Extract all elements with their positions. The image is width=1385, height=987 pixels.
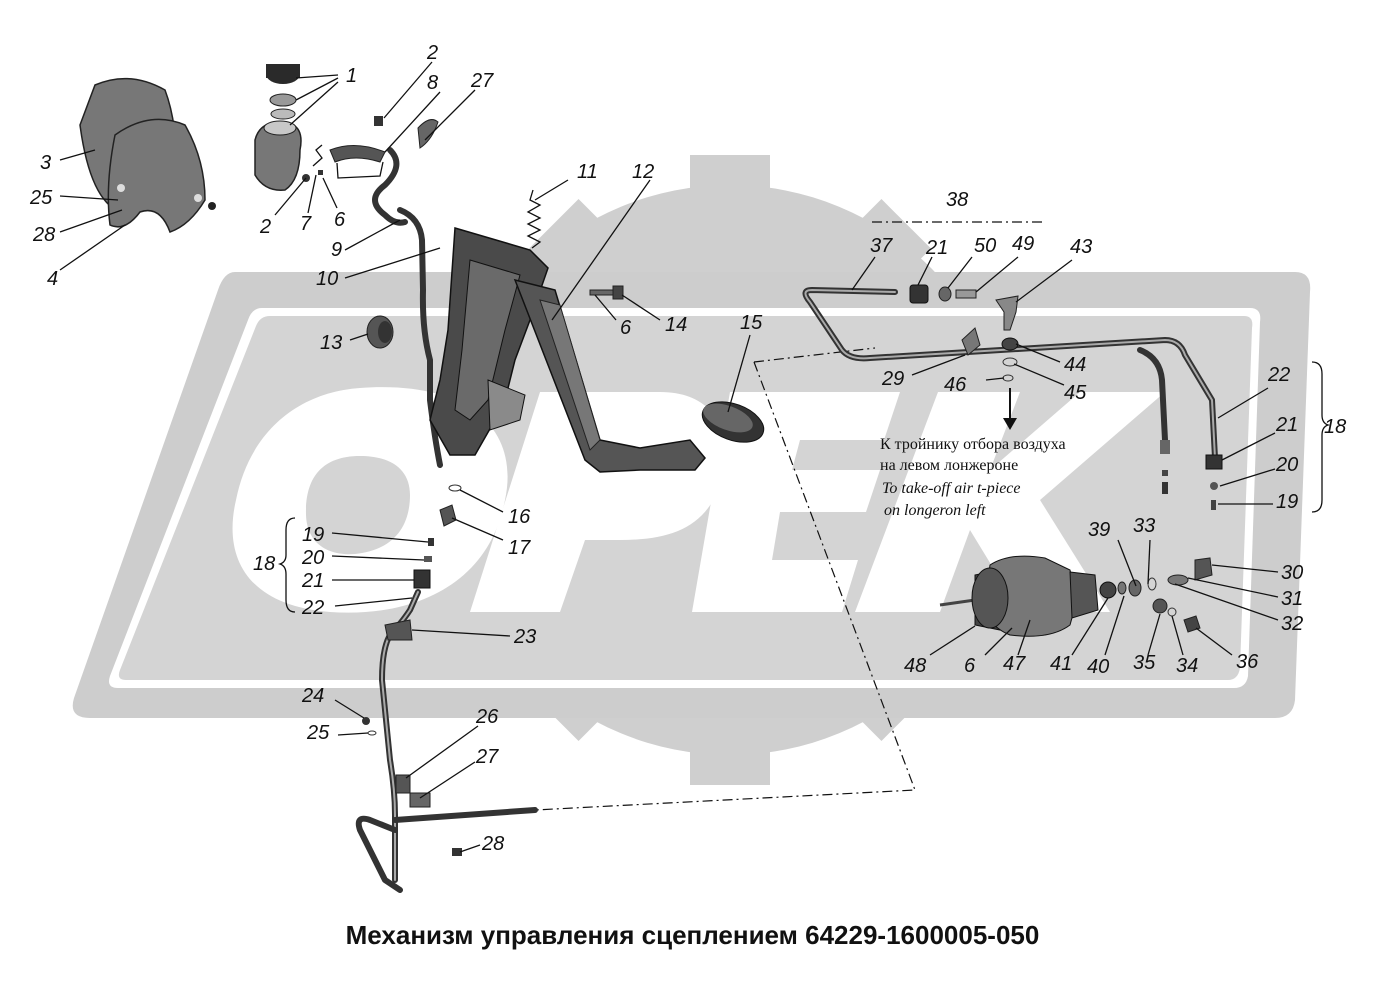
small-fittings-top <box>312 116 439 175</box>
callout-28: 28 <box>32 224 55 246</box>
callout-18: 18 <box>1324 416 1346 438</box>
callout-6: 6 <box>334 209 346 231</box>
callout-40: 40 <box>1087 656 1109 678</box>
callout-37: 37 <box>870 235 893 257</box>
callout-49: 49 <box>1012 233 1034 255</box>
watermark-logo <box>72 155 1311 785</box>
note-ru-line2: на левом лонжероне <box>880 457 1018 474</box>
bolt-14 <box>589 285 624 300</box>
pedal-bracket <box>397 207 549 468</box>
clutch-booster <box>939 555 1201 637</box>
callout-21: 21 <box>925 237 948 259</box>
callout-10: 10 <box>316 268 338 290</box>
callout-38: 38 <box>946 189 968 211</box>
callout-21: 21 <box>1275 414 1298 436</box>
callout-labels: 1 2 2 3 4 6 6 6 7 8 9 10 11 12 13 14 15 … <box>29 42 1346 855</box>
callout-27: 27 <box>475 746 499 768</box>
callout-36: 36 <box>1236 651 1259 673</box>
callout-12: 12 <box>632 161 654 183</box>
callout-11: 11 <box>577 161 598 183</box>
callout-3: 3 <box>40 152 51 174</box>
callout-15: 15 <box>740 312 763 334</box>
pedal-cover-4 <box>107 118 216 233</box>
left-tube-assembly <box>355 484 538 893</box>
callout-44: 44 <box>1064 354 1086 376</box>
callout-31: 31 <box>1281 588 1303 610</box>
callout-19: 19 <box>302 524 324 546</box>
note-ru-line1: К тройнику отбора воздуха <box>880 436 1066 453</box>
callout-26: 26 <box>475 706 499 728</box>
callout-46: 46 <box>944 374 967 396</box>
callout-43: 43 <box>1070 236 1092 258</box>
air-pipework <box>802 284 1223 586</box>
callout-18: 18 <box>253 553 275 575</box>
callout-23: 23 <box>513 626 536 648</box>
callout-7: 7 <box>300 213 312 235</box>
callout-48: 48 <box>904 655 926 677</box>
callout-28: 28 <box>481 833 504 855</box>
note-en-line2: on longeron left <box>884 502 986 519</box>
callout-6: 6 <box>620 317 632 339</box>
callout-35: 35 <box>1133 652 1156 674</box>
callout-50: 50 <box>974 235 996 257</box>
callout-1: 1 <box>346 65 357 87</box>
diagram-caption: Механизм управления сцеплением 64229-160… <box>345 920 1040 950</box>
callout-30: 30 <box>1281 562 1303 584</box>
callout-32: 32 <box>1281 613 1303 635</box>
callout-17: 17 <box>508 537 531 559</box>
callout-41: 41 <box>1050 653 1072 675</box>
callout-29: 29 <box>881 368 904 390</box>
callout-39: 39 <box>1088 519 1110 541</box>
callout-19: 19 <box>1276 491 1298 513</box>
callout-6: 6 <box>964 655 976 677</box>
callout-22: 22 <box>301 597 324 619</box>
callout-20: 20 <box>301 547 324 569</box>
leader-lines <box>59 61 1331 853</box>
airline-note: К тройнику отбора воздуха на левом лонже… <box>880 436 1066 519</box>
callout-25: 25 <box>29 187 53 209</box>
callout-24: 24 <box>301 685 324 707</box>
callout-45: 45 <box>1064 382 1087 404</box>
callout-20: 20 <box>1275 454 1298 476</box>
callout-8: 8 <box>427 72 438 94</box>
callout-22: 22 <box>1267 364 1290 386</box>
callout-2: 2 <box>426 42 438 64</box>
fluid-reservoir <box>254 64 310 191</box>
callout-25: 25 <box>306 722 330 744</box>
note-en-line1: To take-off air t-piece <box>882 480 1021 497</box>
callout-4: 4 <box>47 268 58 290</box>
callout-27: 27 <box>470 70 494 92</box>
callout-47: 47 <box>1003 653 1026 675</box>
callout-9: 9 <box>331 239 342 261</box>
clutch-pedal-lever <box>513 278 706 473</box>
callout-33: 33 <box>1133 515 1155 537</box>
callout-2: 2 <box>259 216 271 238</box>
pedal-pad-15 <box>701 401 765 443</box>
callout-16: 16 <box>508 506 531 528</box>
hose-clamp-8 <box>329 145 386 179</box>
callout-21: 21 <box>301 570 324 592</box>
callout-14: 14 <box>665 314 687 336</box>
plug-13 <box>366 315 394 349</box>
callout-13: 13 <box>320 332 342 354</box>
connection-lines <box>534 221 1046 811</box>
return-spring <box>526 189 542 249</box>
hose-9 <box>372 147 408 226</box>
callout-34: 34 <box>1176 655 1198 677</box>
